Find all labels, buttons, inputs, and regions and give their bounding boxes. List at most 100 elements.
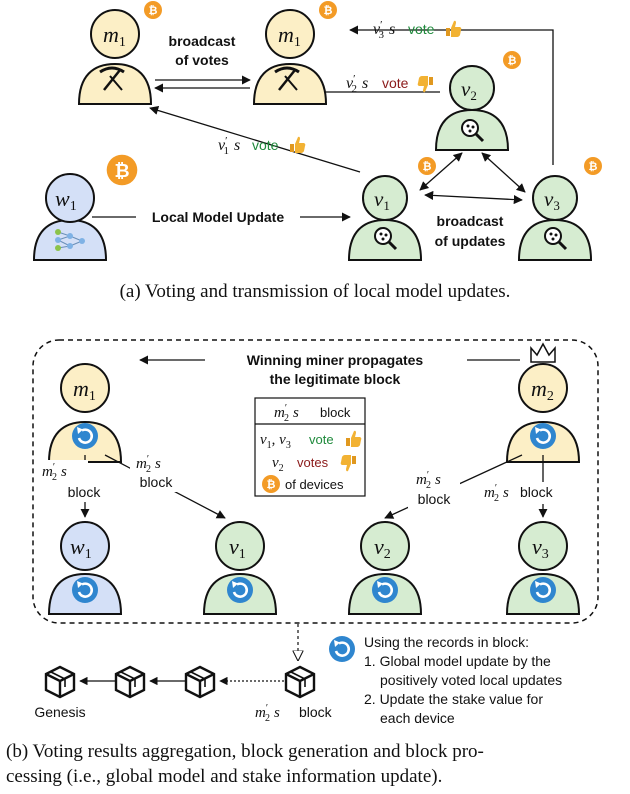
edge-v3-vote: [349, 25, 554, 165]
svg-text:v1: v1: [374, 187, 390, 213]
svg-text:2. Update the stake value for: 2. Update the stake value for: [364, 691, 543, 707]
svg-text:votes: votes: [297, 455, 329, 470]
refresh-icon: [370, 575, 400, 605]
svg-text:v2: v2: [461, 77, 477, 103]
svg-text:m′2s: m′2s: [274, 403, 299, 424]
svg-text:vote: vote: [408, 21, 435, 37]
cube-block-icon: [114, 665, 146, 699]
bitcoin-coin-icon: [262, 475, 280, 493]
caption-b-line1: (b) Voting results aggregation, block ge…: [6, 741, 484, 762]
svg-text:m1: m1: [278, 22, 301, 50]
svg-text:v3: v3: [544, 187, 560, 213]
edge-v1-vote: [149, 106, 361, 173]
svg-text:each device: each device: [380, 710, 455, 726]
svg-text:block: block: [520, 484, 554, 500]
node-v1: v1: [348, 157, 436, 261]
bitcoin-coin-icon: [418, 157, 436, 175]
node-m1-right: m1: [253, 1, 337, 105]
refresh-icon: [225, 575, 255, 605]
label-propagate-1: Winning miner propagates: [247, 352, 424, 368]
node-b-v2: v2: [348, 521, 422, 615]
svg-text:m1: m1: [103, 22, 126, 50]
svg-text:block: block: [299, 704, 333, 720]
svg-text:positively voted local updates: positively voted local updates: [380, 672, 562, 688]
panel-b: Winning miner propagates the legitimate …: [6, 339, 599, 787]
svg-text:of devices: of devices: [285, 477, 344, 492]
cube-block-icon: [284, 665, 316, 699]
refresh-icon: [70, 421, 100, 451]
node-m1: m1: [48, 363, 122, 463]
svg-text:m′2s: m′2s: [255, 703, 280, 724]
svg-text:1. Global model update by the: 1. Global model update by the: [364, 653, 551, 669]
node-m1-left: m1: [78, 1, 162, 105]
edge-v2-v3: [481, 152, 526, 193]
svg-text:v3: v3: [532, 534, 549, 562]
bitcoin-coin-icon: [144, 1, 162, 19]
refresh-icon: [70, 575, 100, 605]
node-m2: m2: [506, 342, 580, 463]
label-broadcast-votes-2: of votes: [175, 52, 229, 68]
label-local-model-update: Local Model Update: [152, 209, 284, 225]
svg-text:v′1s: v′1s: [218, 135, 240, 157]
edge-v1-v3: [424, 190, 523, 205]
svg-text:vote: vote: [252, 137, 279, 153]
crown-icon: [530, 342, 556, 363]
svg-text:block: block: [68, 484, 102, 500]
label-broadcast-updates-1: broadcast: [437, 213, 504, 229]
svg-text:m1: m1: [73, 376, 96, 404]
svg-text:block: block: [418, 491, 452, 507]
label-propagate-2: the legitimate block: [270, 371, 401, 387]
svg-text:vote: vote: [382, 75, 409, 91]
svg-text:v1, v3: v1, v3: [260, 432, 291, 451]
svg-text:m′2s: m′2s: [136, 454, 161, 475]
svg-text:m2: m2: [531, 376, 554, 404]
bitcoin-coin-icon: [584, 157, 602, 175]
svg-text:w1: w1: [70, 534, 92, 562]
bitcoin-coin-icon: [319, 1, 337, 19]
svg-text:block: block: [320, 405, 351, 420]
refresh-icon: [528, 575, 558, 605]
thumbs-down-icon: [417, 76, 433, 93]
node-w1: w1: [33, 154, 138, 261]
cube-block-icon: [184, 665, 216, 699]
caption-b-line2: cessing (i.e., global model and stake in…: [6, 766, 442, 787]
node-v2: v2: [435, 51, 521, 151]
thumbs-up-icon: [446, 20, 462, 37]
notes: Using the records in block: 1. Global mo…: [364, 634, 562, 726]
svg-text:m′2s: m′2s: [42, 462, 67, 483]
node-b-v3: v3: [506, 521, 580, 615]
svg-text:vote: vote: [309, 432, 334, 447]
node-b-v1: v1: [203, 521, 277, 615]
label-genesis: Genesis: [34, 704, 85, 720]
svg-text:v′3s: v′3s: [373, 19, 395, 41]
cube-block-icon: [44, 665, 76, 699]
svg-text:m′2s: m′2s: [484, 483, 509, 504]
svg-text:Using the records in block:: Using the records in block:: [364, 634, 529, 650]
bitcoin-coin-icon: [503, 51, 521, 69]
svg-text:block: block: [140, 474, 174, 490]
caption-a: (a) Voting and transmission of local mod…: [120, 281, 511, 302]
label-broadcast-updates-2: of updates: [435, 233, 506, 249]
thumbs-up-icon: [290, 136, 306, 153]
svg-text:v2: v2: [272, 455, 284, 474]
bitcoin-coin-icon: [106, 154, 138, 186]
svg-text:v1: v1: [229, 534, 246, 562]
svg-text:m′2s: m′2s: [416, 470, 441, 491]
refresh-icon: [327, 634, 357, 664]
svg-text:v′2s: v′2s: [346, 73, 368, 95]
svg-text:v2: v2: [374, 534, 391, 562]
svg-text:w1: w1: [55, 186, 77, 214]
label-broadcast-votes-1: broadcast: [169, 33, 236, 49]
